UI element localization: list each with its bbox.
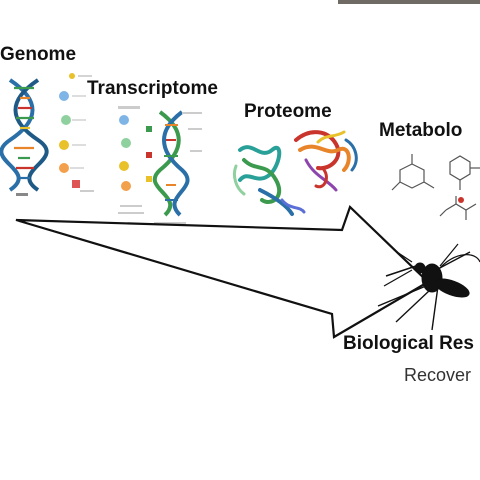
metabolome-molecule-icon [391,154,480,220]
metabolome-label: Metabolo [379,120,463,141]
biological-response-label: Biological Res [343,333,474,354]
proteome-label: Proteome [244,101,332,122]
video-thumbnail-edge [338,0,480,4]
proteome-protein-structure-icon [232,130,358,216]
transcriptome-rna-icon [118,106,202,224]
transcriptome-label: Transcriptome [87,78,218,99]
genome-dna-helix-icon [0,78,49,196]
recovery-label: Recover [404,365,472,385]
mosquito-icon [377,243,480,331]
genome-label: Genome [0,44,77,65]
genome-nucleotide-legend-icon [59,73,94,192]
flow-arrow [15,205,430,339]
